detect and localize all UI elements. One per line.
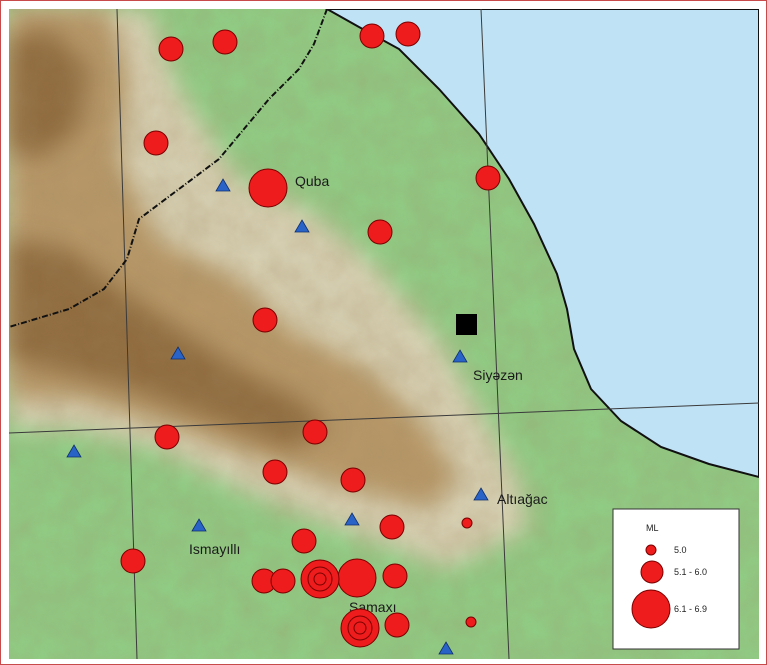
city-square-icon[interactable] (456, 314, 477, 335)
epicenter-circle-icon[interactable] (337, 558, 377, 598)
label-altiagac: Altıağac (497, 491, 548, 507)
epicenter-circle-icon[interactable] (252, 307, 278, 333)
epicenter-circle-icon[interactable] (384, 612, 410, 638)
epicenter-circle-icon[interactable] (340, 467, 366, 493)
label-ismayilli: Ismayıllı (189, 541, 240, 557)
epicenter-circle-icon[interactable] (212, 29, 238, 55)
legend-large-circle-icon (631, 589, 671, 629)
epicenter-circle-icon[interactable] (340, 608, 380, 648)
epicenter-circle-icon[interactable] (382, 563, 408, 589)
epicenter-circle-icon[interactable] (158, 36, 184, 62)
station-triangle-icon[interactable] (452, 349, 468, 363)
epicenter-circle-icon[interactable] (120, 548, 146, 574)
epicenter-circle-icon[interactable] (395, 21, 421, 47)
legend-medium-circle-icon (640, 560, 664, 584)
epicenter-ring (313, 572, 327, 586)
label-siyezen: Siyəzən (473, 367, 523, 383)
epicenter-circle-icon[interactable] (262, 459, 288, 485)
legend-class-3: 6.1 - 6.9 (674, 604, 707, 614)
station-triangle-icon[interactable] (66, 444, 82, 458)
station-triangle-icon[interactable] (215, 178, 231, 192)
station-triangle-icon[interactable] (191, 518, 207, 532)
epicenter-ring (347, 615, 373, 641)
legend: ML 5.0 5.1 - 6.0 6.1 - 6.9 (612, 508, 740, 650)
epicenter-circle-icon[interactable] (248, 168, 288, 208)
map-canvas[interactable]: Quba Siyəzən Altıağac Ismayıllı Şamaxı (9, 9, 759, 659)
epicenter-ring (353, 621, 367, 635)
epicenter-circle-icon[interactable] (465, 616, 477, 628)
epicenter-circle-icon[interactable] (270, 568, 296, 594)
epicenter-circle-icon[interactable] (291, 528, 317, 554)
legend-title: ML (646, 523, 659, 533)
legend-class-1: 5.0 (674, 545, 687, 555)
caspian-sea (324, 9, 759, 479)
stations (66, 178, 489, 655)
epicenter-circle-icon[interactable] (359, 23, 385, 49)
epicenter-circle-icon[interactable] (154, 424, 180, 450)
station-triangle-icon[interactable] (294, 219, 310, 233)
station-triangle-icon[interactable] (438, 641, 454, 655)
epicenter-circle-icon[interactable] (379, 514, 405, 540)
station-triangle-icon[interactable] (344, 512, 360, 526)
station-triangle-icon[interactable] (473, 487, 489, 501)
epicenter-circle-icon[interactable] (367, 219, 393, 245)
epicenter-circle-icon[interactable] (300, 559, 340, 599)
epicenter-circle-icon[interactable] (461, 517, 473, 529)
epicenter-ring (307, 566, 333, 592)
epicenter-circle-icon[interactable] (475, 165, 501, 191)
legend-class-2: 5.1 - 6.0 (674, 567, 707, 577)
epicenter-circle-icon[interactable] (143, 130, 169, 156)
legend-small-circle-icon (645, 544, 657, 556)
epicenters (120, 21, 501, 648)
station-triangle-icon[interactable] (170, 346, 186, 360)
label-quba: Quba (295, 173, 329, 189)
legend-box (612, 508, 740, 650)
epicenter-circle-icon[interactable] (302, 419, 328, 445)
